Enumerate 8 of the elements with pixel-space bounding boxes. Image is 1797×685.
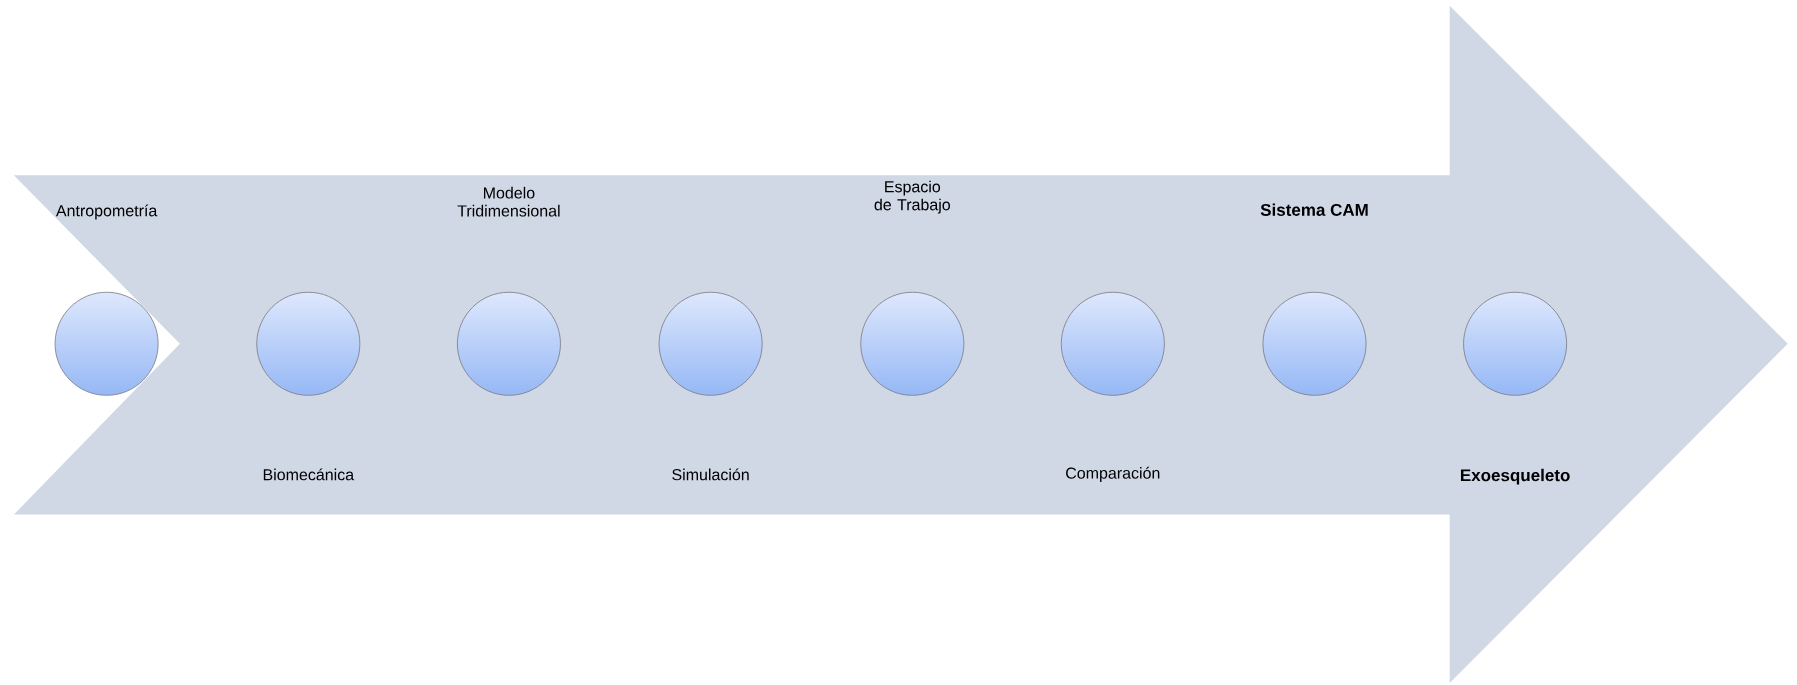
- step-label: Espacio de Trabajo: [874, 180, 950, 214]
- step-label: Sistema CAM: [1260, 203, 1368, 216]
- step-label: Exoesqueleto: [1461, 468, 1570, 485]
- step-label: Simulación: [672, 468, 749, 481]
- step-label: Biomecánica: [263, 468, 355, 481]
- step-label: Antropometría: [55, 204, 158, 220]
- step-label: Modelo Tridimensional: [457, 186, 560, 217]
- step-label: Comparación: [1066, 466, 1160, 482]
